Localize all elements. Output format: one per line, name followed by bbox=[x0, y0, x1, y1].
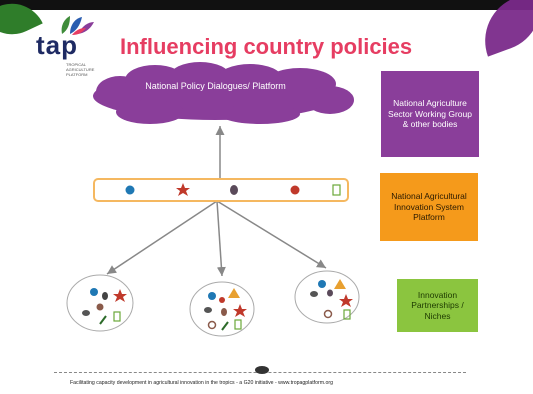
footer-ornament-icon bbox=[255, 366, 269, 374]
partnerships-box: Innovation Partnerships / Niches bbox=[397, 279, 478, 332]
dark-leaf-icon bbox=[230, 185, 238, 195]
niche-center bbox=[189, 281, 255, 337]
cloud-label: National Policy Dialogues/ Platform bbox=[145, 81, 286, 91]
green-square-icon bbox=[332, 184, 341, 196]
policy-cloud bbox=[93, 62, 354, 124]
red-star-icon bbox=[176, 183, 190, 196]
logo-subtitle: TROPICAL AGRICULTURE PLATFORM bbox=[66, 62, 95, 77]
arrow-to-left-niche bbox=[106, 200, 218, 275]
red-dot-icon bbox=[290, 185, 300, 195]
logo-text: tap bbox=[36, 30, 78, 60]
niche-right bbox=[294, 270, 360, 324]
logo-leaves-icon bbox=[61, 16, 94, 35]
blue-dot-icon bbox=[125, 185, 135, 195]
tap-logo: tap TROPICAL AGRICULTURE PLATFORM bbox=[36, 16, 96, 77]
top-bar bbox=[0, 0, 533, 10]
arrow-to-center-niche bbox=[216, 200, 226, 277]
niche-left bbox=[66, 274, 134, 332]
platform-bar bbox=[93, 178, 349, 202]
arrow-to-right-niche bbox=[216, 200, 327, 269]
working-group-box: National Agriculture Sector Working Grou… bbox=[381, 71, 479, 157]
footer-text: Facilitating capacity development in agr… bbox=[70, 380, 333, 386]
page-title: Influencing country policies bbox=[120, 34, 413, 59]
innovation-platform-box: National Agricultural Innovation System … bbox=[380, 173, 478, 241]
